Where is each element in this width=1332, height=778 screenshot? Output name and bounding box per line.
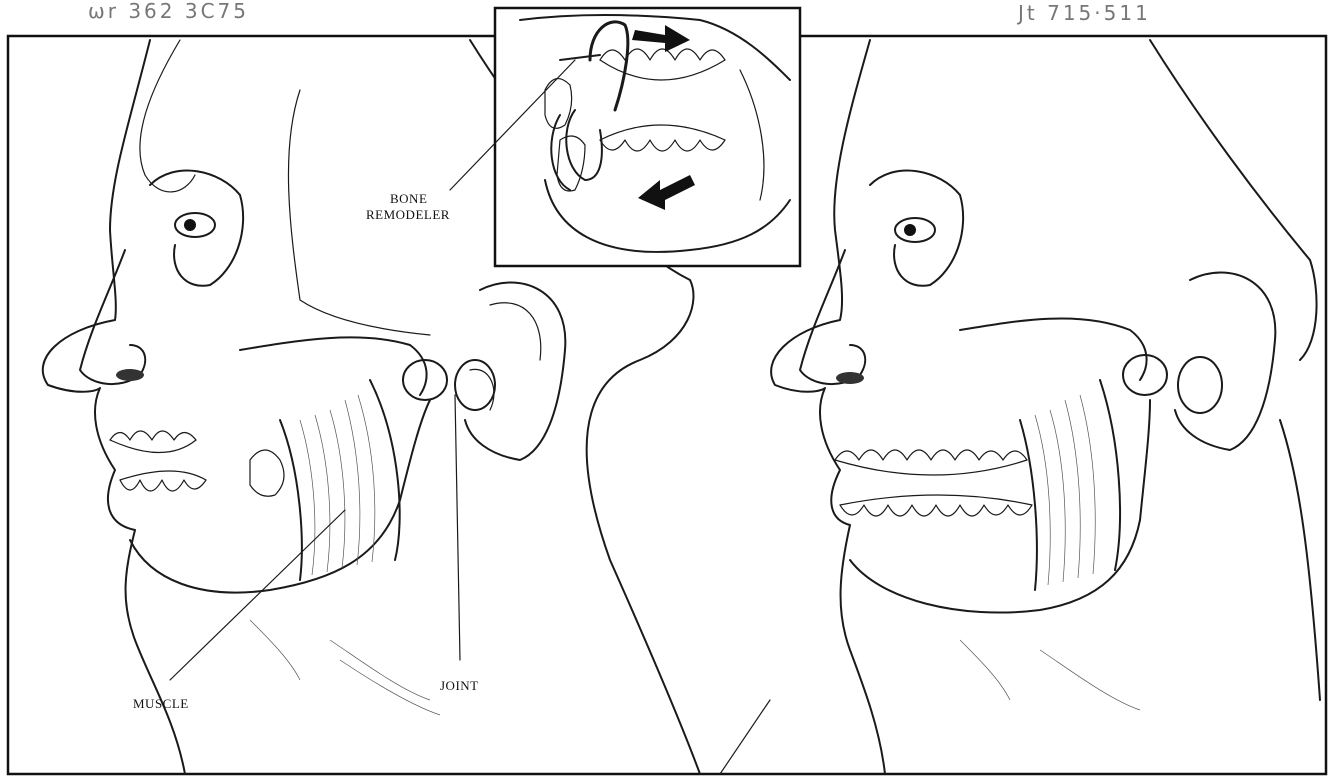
joint-pointer [455,395,460,660]
right-lower-teeth [840,495,1032,516]
muscle-pointer [170,510,345,680]
panel-divider [720,700,770,774]
right-masseter-muscle [1020,380,1120,590]
label-joint: JOINT [440,678,479,693]
left-masseter-muscle [280,380,400,580]
label-muscle: MUSCLE [133,696,189,711]
handwritten-note-left: ωr 362 3C75 [88,0,249,23]
label-bone: BONE [390,191,427,206]
left-upper-teeth [110,431,196,453]
left-lower-teeth [120,471,206,491]
right-upper-teeth [835,450,1027,475]
label-remodeler: REMODELER [366,207,450,222]
bone-remodeler-inset [450,8,800,266]
handwritten-note-right: Jt 715·511 [1016,1,1151,25]
right-head [771,40,1320,774]
